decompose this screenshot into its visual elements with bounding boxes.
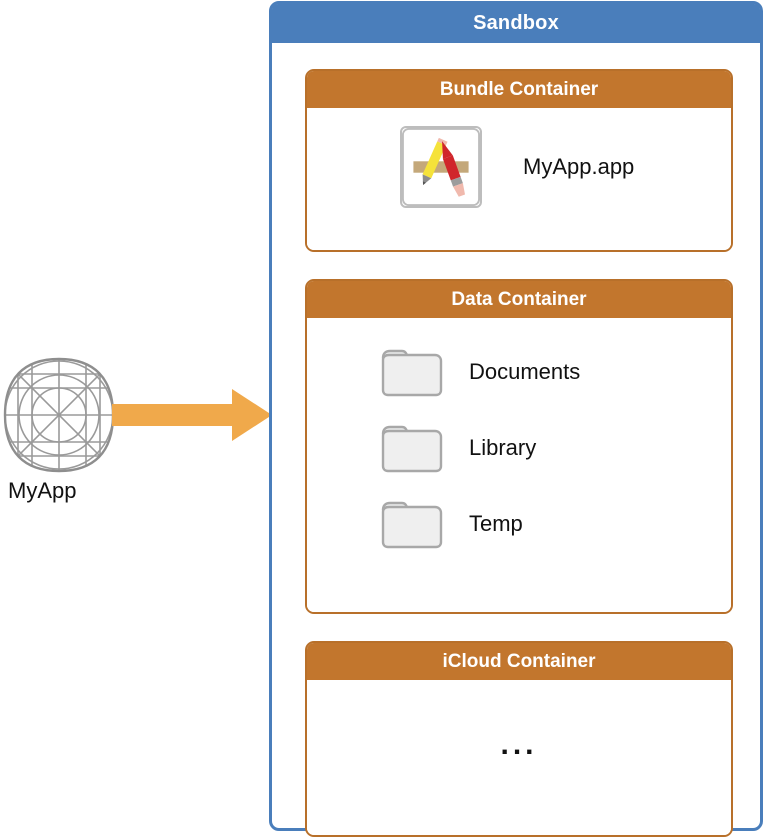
- list-item-label: MyApp.app: [523, 154, 635, 179]
- app-source-group: [2, 356, 117, 516]
- bundle-container-title: Bundle Container: [307, 71, 731, 108]
- right-arrow-icon: [112, 389, 272, 441]
- app-grid-icon: [3, 357, 115, 473]
- app-bundle-icon: [400, 126, 482, 208]
- bundle-container: Bundle Container: [305, 69, 733, 252]
- list-item-label: Documents: [469, 359, 581, 384]
- icloud-placeholder-ellipsis: ...: [500, 728, 538, 761]
- icloud-container: iCloud Container ...: [305, 641, 733, 837]
- sandbox-title: Sandbox: [272, 4, 760, 43]
- app-source-label: MyApp: [8, 478, 77, 503]
- list-item-label: Temp: [469, 511, 523, 536]
- icloud-container-body: ...: [307, 680, 731, 835]
- folder-icon: [381, 349, 443, 397]
- data-container: Data Container Documents: [305, 279, 733, 614]
- folder-list: Documents Library: [307, 334, 731, 562]
- list-item[interactable]: MyApp.app: [307, 126, 731, 208]
- folder-icon: [381, 425, 443, 473]
- list-item-label: Library: [469, 435, 537, 460]
- data-container-title: Data Container: [307, 281, 731, 318]
- data-container-body: Documents Library: [307, 318, 731, 612]
- icloud-container-title: iCloud Container: [307, 643, 731, 680]
- sandbox-body: Bundle Container: [272, 43, 760, 837]
- bundle-container-body: MyApp.app: [307, 108, 731, 250]
- list-item[interactable]: Temp: [307, 486, 731, 562]
- sandbox-panel: Sandbox Bundle Container: [269, 1, 763, 837]
- list-item[interactable]: Documents: [307, 334, 731, 410]
- list-item[interactable]: Library: [307, 410, 731, 486]
- folder-icon: [381, 501, 443, 549]
